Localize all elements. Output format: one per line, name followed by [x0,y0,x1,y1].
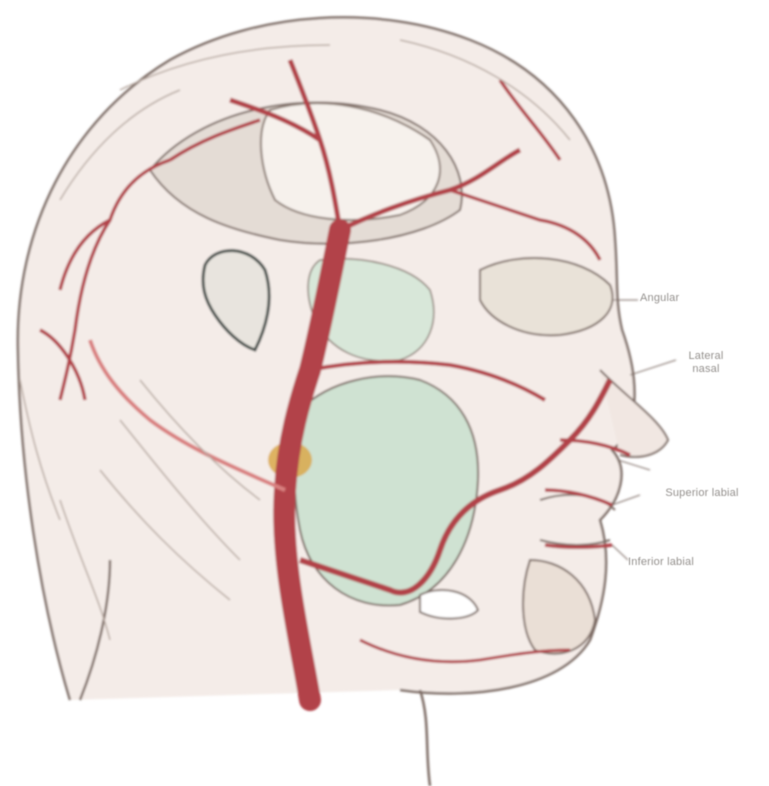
label-angular: Angular [640,292,679,305]
label-inferior-labial: Inferior labial [628,556,694,569]
label-lateral-nasal: Lateral nasal [676,350,736,376]
label-superior-labial: Superior labial [636,487,768,500]
